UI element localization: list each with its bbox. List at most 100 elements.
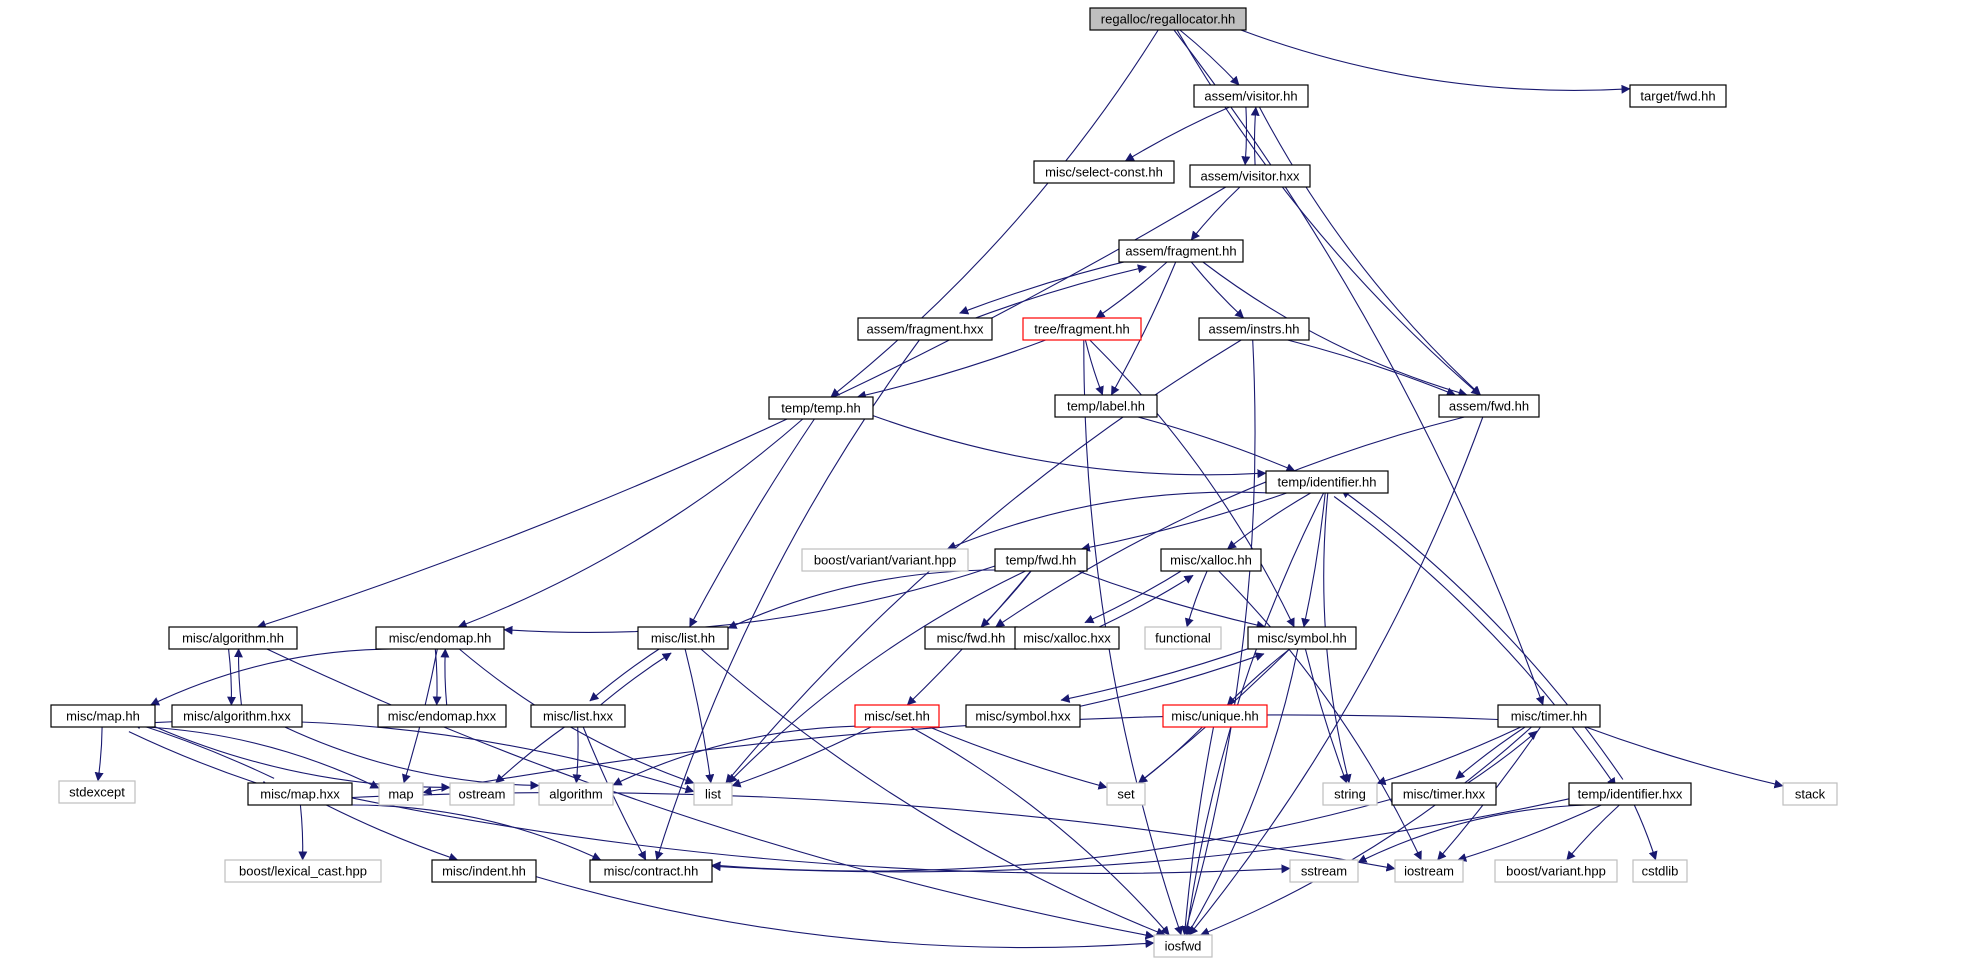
node-algorithm[interactable]: algorithm bbox=[538, 782, 614, 806]
node-box bbox=[589, 859, 713, 883]
edge-list_hh-to-list_hxx bbox=[589, 644, 666, 702]
node-visitor-hxx[interactable]: assem/visitor.hxx bbox=[1189, 164, 1311, 188]
node-list[interactable]: list bbox=[693, 782, 733, 806]
node-temp-temp[interactable]: temp/temp.hh bbox=[768, 396, 874, 420]
node-fragment-hh[interactable]: assem/fragment.hh bbox=[1118, 239, 1244, 263]
node-iosfwd[interactable]: iosfwd bbox=[1153, 934, 1213, 958]
node-set-hh[interactable]: misc/set.hh bbox=[854, 704, 940, 728]
node-sstream[interactable]: sstream bbox=[1289, 859, 1359, 883]
node-label: misc/endomap.hxx bbox=[388, 709, 497, 724]
edge-endomap_hh-to-map_hh bbox=[150, 648, 393, 706]
node-label: temp/fwd.hh bbox=[1006, 553, 1077, 568]
node-set[interactable]: set bbox=[1106, 782, 1146, 806]
node-label: misc/xalloc.hh bbox=[1170, 553, 1252, 568]
node-label: stdexcept bbox=[69, 785, 125, 800]
edge-map_hxx-to-sstream bbox=[351, 797, 1291, 874]
node-fragment-hxx[interactable]: assem/fragment.hxx bbox=[857, 317, 993, 341]
node-box bbox=[1014, 626, 1120, 650]
node-box bbox=[801, 548, 969, 572]
node-temp-label[interactable]: temp/label.hh bbox=[1054, 394, 1158, 418]
edge-identifier_hxx-to-boost_variant bbox=[1566, 804, 1620, 861]
node-list-hxx[interactable]: misc/list.hxx bbox=[530, 704, 626, 728]
node-iostream[interactable]: iostream bbox=[1394, 859, 1464, 883]
node-xalloc-hh[interactable]: misc/xalloc.hh bbox=[1160, 548, 1262, 572]
edge-map_hxx-to-contract_hh bbox=[350, 804, 602, 861]
node-boost-variant[interactable]: boost/variant.hpp bbox=[1494, 859, 1618, 883]
node-box bbox=[1782, 782, 1838, 806]
edge-endomap_hh-to-endomap_hxx bbox=[432, 649, 442, 706]
node-label: boost/variant/variant.hpp bbox=[814, 553, 956, 568]
node-algorithm-hxx[interactable]: misc/algorithm.hxx bbox=[171, 704, 303, 728]
node-select-const[interactable]: misc/select-const.hh bbox=[1033, 160, 1175, 184]
node-label: misc/fwd.hh bbox=[937, 631, 1006, 646]
node-visitor-hh[interactable]: assem/visitor.hh bbox=[1193, 84, 1309, 108]
node-assem-fwd[interactable]: assem/fwd.hh bbox=[1438, 394, 1540, 418]
node-target-fwd[interactable]: target/fwd.hh bbox=[1629, 84, 1727, 108]
node-endomap-hh[interactable]: misc/endomap.hh bbox=[375, 626, 505, 650]
node-tree-fragment[interactable]: tree/fragment.hh bbox=[1022, 317, 1142, 341]
edge-list_hh-to-list bbox=[684, 648, 715, 784]
node-box bbox=[1438, 394, 1540, 418]
node-boost-variant-variant[interactable]: boost/variant/variant.hpp bbox=[801, 548, 969, 572]
node-map-hxx[interactable]: misc/map.hxx bbox=[247, 782, 353, 806]
node-box bbox=[994, 548, 1088, 572]
node-stack[interactable]: stack bbox=[1782, 782, 1838, 806]
node-stdexcept[interactable]: stdexcept bbox=[58, 780, 136, 804]
node-list-hh[interactable]: misc/list.hh bbox=[637, 626, 729, 650]
node-label: misc/map.hh bbox=[66, 709, 140, 724]
node-box bbox=[1033, 160, 1175, 184]
node-identifier-hh[interactable]: temp/identifier.hh bbox=[1265, 470, 1389, 494]
node-functional[interactable]: functional bbox=[1144, 626, 1222, 650]
node-label: misc/indent.hh bbox=[442, 864, 526, 879]
node-symbol-hh[interactable]: misc/symbol.hh bbox=[1247, 626, 1357, 650]
node-cstdlib[interactable]: cstdlib bbox=[1632, 859, 1688, 883]
node-box bbox=[857, 317, 993, 341]
edge-visitor_hh-to-assem_fwd bbox=[1258, 106, 1481, 396]
edge-map_hxx-to-map_hh bbox=[132, 720, 275, 779]
node-unique-hh[interactable]: misc/unique.hh bbox=[1162, 704, 1268, 728]
edge-timer_hh-to-string bbox=[1376, 726, 1522, 786]
edge-xalloc_hh-to-iostream bbox=[1218, 570, 1422, 861]
node-box bbox=[1106, 782, 1146, 806]
node-box bbox=[1162, 704, 1268, 728]
node-map[interactable]: map bbox=[378, 782, 424, 806]
edge-assem_fwd-to-misc_fwd bbox=[995, 416, 1465, 628]
edge-temp_fwd-to-list bbox=[728, 570, 1026, 784]
edge-temp_temp-to-list_hh bbox=[689, 418, 815, 628]
node-regallocator[interactable]: regalloc/regallocator.hh bbox=[1089, 7, 1247, 31]
node-instrs[interactable]: assem/instrs.hh bbox=[1198, 317, 1310, 341]
node-xalloc-hxx[interactable]: misc/xalloc.hxx bbox=[1014, 626, 1120, 650]
edge-identifier_hh-to-boost_variant_variant bbox=[946, 491, 1267, 550]
node-symbol-hxx[interactable]: misc/symbol.hxx bbox=[965, 704, 1081, 728]
node-lexical-cast[interactable]: boost/lexical_cast.hpp bbox=[224, 859, 382, 883]
node-misc-fwd[interactable]: misc/fwd.hh bbox=[924, 626, 1018, 650]
node-temp-fwd[interactable]: temp/fwd.hh bbox=[994, 548, 1088, 572]
edge-algorithm_hh-to-algorithm_hxx bbox=[227, 649, 237, 706]
edge-tree_fragment-to-temp_temp bbox=[856, 339, 1046, 400]
node-box bbox=[1394, 859, 1464, 883]
edge-temp_fwd-to-endomap_hh bbox=[503, 565, 996, 635]
node-indent-hh[interactable]: misc/indent.hh bbox=[431, 859, 537, 883]
node-algorithm-hh[interactable]: misc/algorithm.hh bbox=[168, 626, 298, 650]
node-box bbox=[637, 626, 729, 650]
node-endomap-hxx[interactable]: misc/endomap.hxx bbox=[377, 704, 507, 728]
edge-regallocator-to-timer_hh bbox=[1173, 29, 1545, 706]
node-identifier-hxx[interactable]: temp/identifier.hxx bbox=[1568, 782, 1692, 806]
edge-map_hh-to-map bbox=[144, 726, 380, 789]
edge-list_hxx-to-algorithm bbox=[572, 726, 582, 784]
node-box bbox=[1144, 626, 1222, 650]
node-label: misc/list.hh bbox=[651, 631, 715, 646]
node-map-hh[interactable]: misc/map.hh bbox=[50, 704, 156, 728]
node-contract-hh[interactable]: misc/contract.hh bbox=[589, 859, 713, 883]
node-timer-hh[interactable]: misc/timer.hh bbox=[1497, 704, 1601, 728]
edge-temp_label-to-identifier_hh bbox=[1137, 416, 1296, 472]
node-label: temp/identifier.hxx bbox=[1578, 787, 1683, 802]
edge-map_hh-to-stdexcept bbox=[94, 726, 104, 782]
node-layer: regalloc/regallocator.hh assem/visitor.hh… bbox=[50, 7, 1838, 958]
node-string[interactable]: string bbox=[1322, 782, 1378, 806]
edge-regallocator-to-visitor_hh bbox=[1179, 29, 1240, 86]
node-box bbox=[1391, 782, 1497, 806]
node-ostream[interactable]: ostream bbox=[449, 782, 515, 806]
node-timer-hxx[interactable]: misc/timer.hxx bbox=[1391, 782, 1497, 806]
